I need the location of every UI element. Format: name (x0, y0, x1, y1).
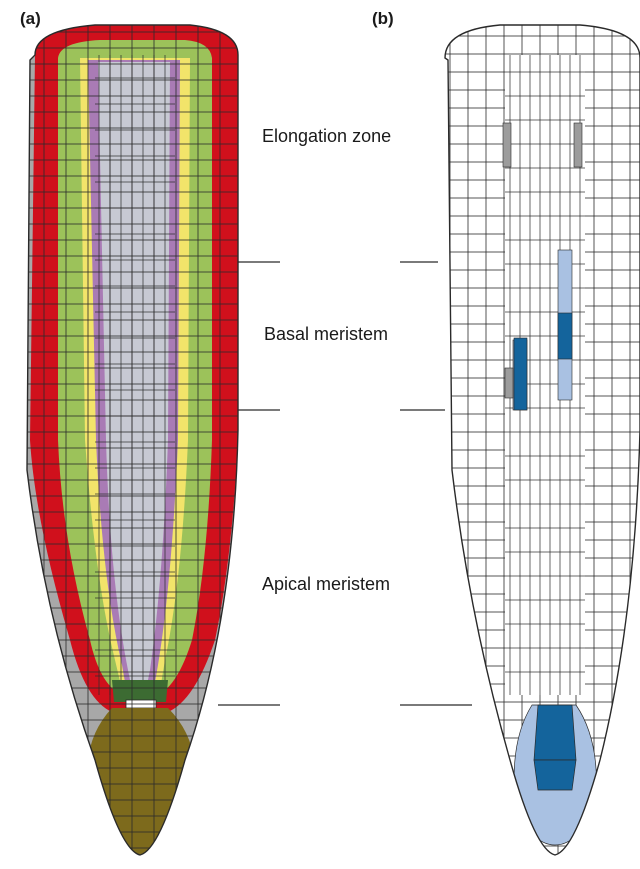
panel-label-a: (a) (20, 9, 41, 28)
marker-strong-cell-left (514, 338, 527, 410)
marker-grey-cell-left-lower (505, 368, 513, 398)
zone-label-basal: Basal meristem (264, 324, 388, 344)
marker-grey-cell-right-upper (574, 123, 582, 167)
marker-grey-cell-left-upper (503, 123, 511, 167)
marker-strong-cell-right (558, 313, 572, 359)
marker-strong-root-tip (534, 705, 576, 760)
zone-label-apical: Apical meristem (262, 574, 390, 594)
outer-cell-grid (0, 0, 260, 864)
marker-strong-tip-lower (534, 760, 576, 790)
panel-label-b: (b) (372, 9, 394, 28)
panel-b-marker-expression (430, 0, 640, 864)
panel-a-root-tissues (0, 0, 260, 864)
zone-label-elongation: Elongation zone (262, 126, 391, 146)
